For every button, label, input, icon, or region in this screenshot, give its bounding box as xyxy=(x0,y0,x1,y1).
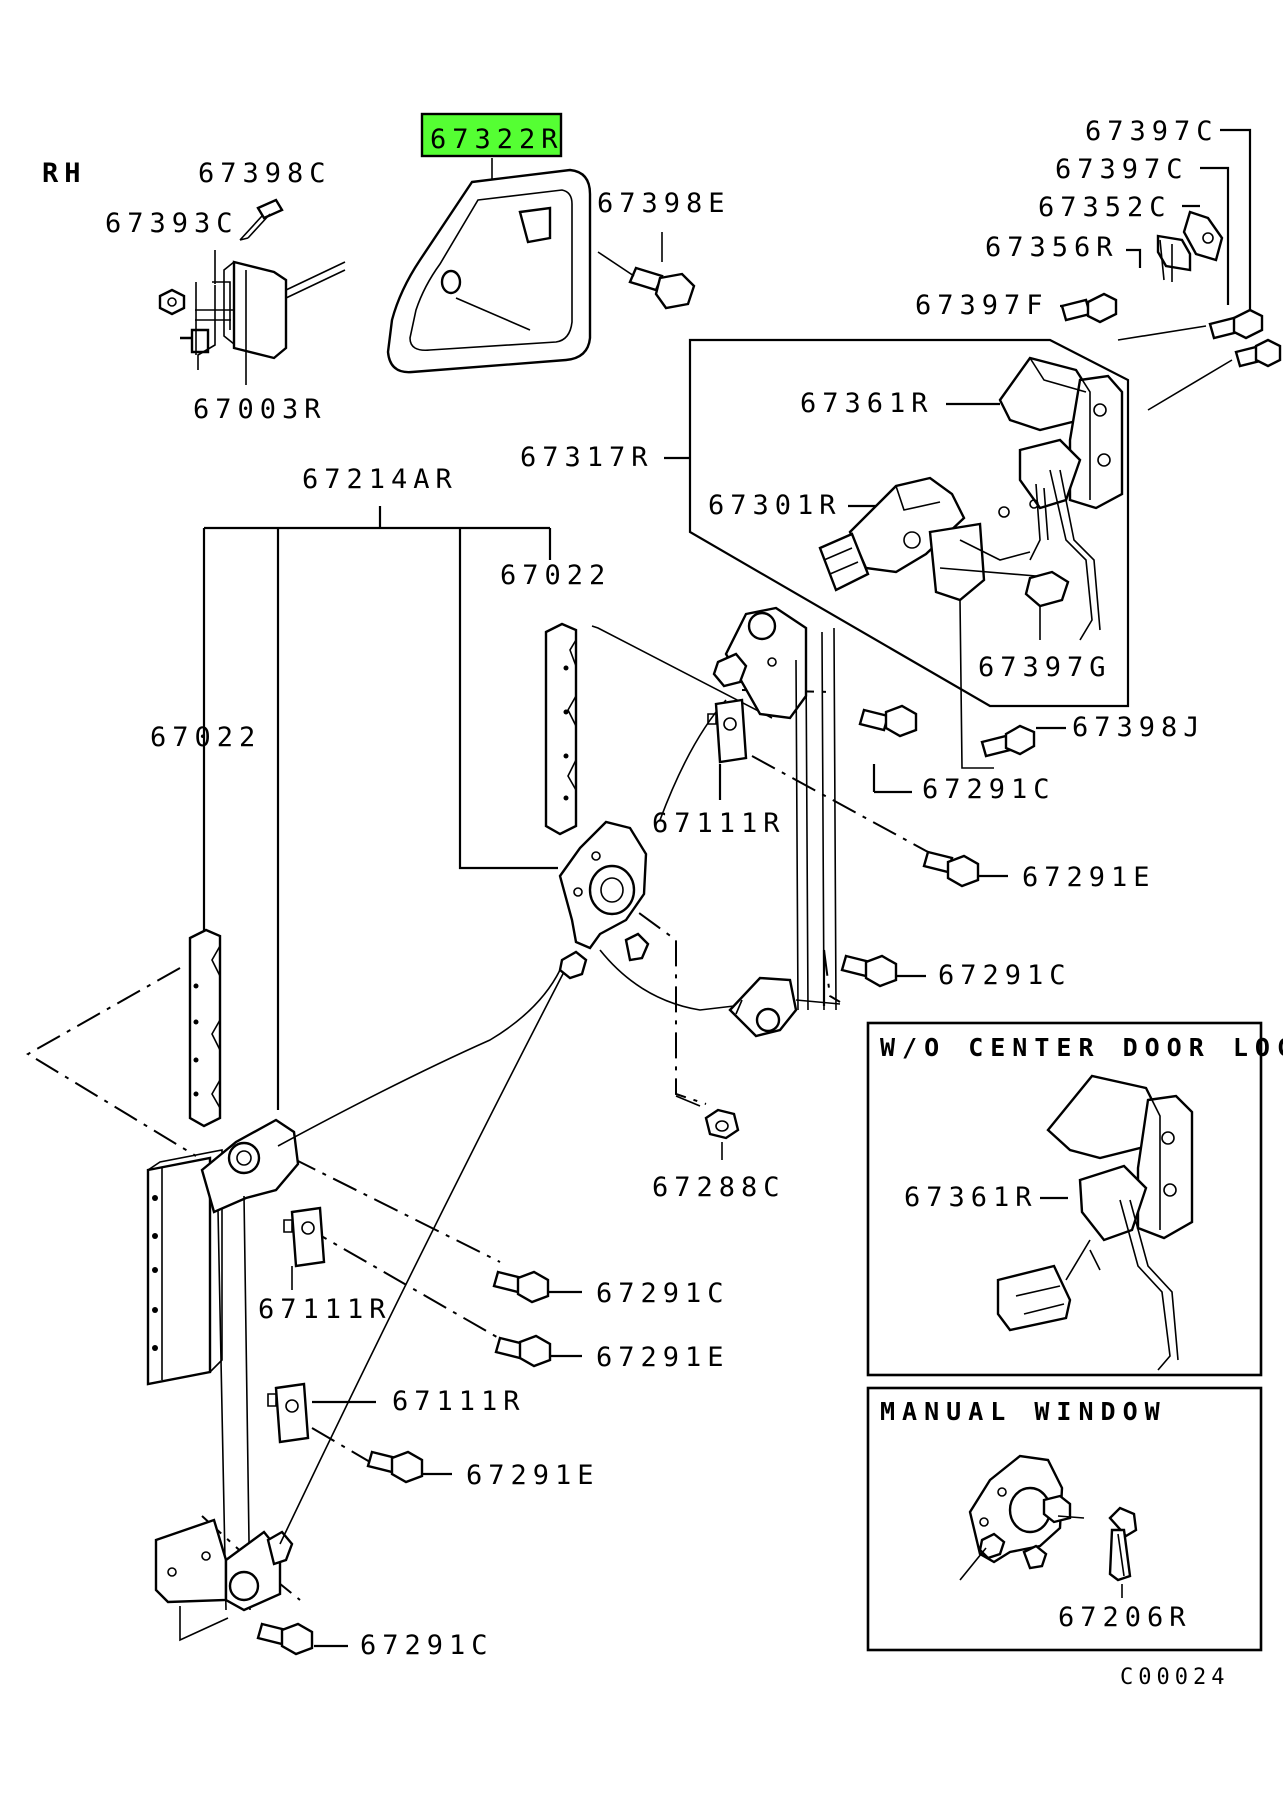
label-67361r: 67361R xyxy=(800,388,934,419)
actuator-67301r xyxy=(818,476,1031,602)
inner-door-handle-67322r[interactable] xyxy=(386,168,592,374)
label-67398e: 67398E xyxy=(597,188,731,219)
label-67322r-highlighted[interactable]: 67322R xyxy=(430,124,564,155)
inset-manual-window-part-label: 67206R xyxy=(1058,1602,1192,1633)
label-67022-left: 67022 xyxy=(150,722,261,753)
label-67356r: 67356R xyxy=(985,232,1119,263)
inset-manual-window-title: MANUAL WINDOW xyxy=(880,1397,1167,1426)
bracket-67352c xyxy=(1182,210,1224,262)
window-crank-handle-67206r[interactable] xyxy=(1108,1506,1138,1598)
label-67393c: 67393C xyxy=(105,208,239,239)
screw-67291c-a xyxy=(858,704,918,738)
label-67291c-b: 67291C xyxy=(938,960,1072,991)
inset-center-lock-part-label: 67361R xyxy=(904,1182,1038,1213)
label-67398c-top: 67398C xyxy=(198,158,332,189)
clip-67111r-mid xyxy=(283,1206,326,1290)
clip-67111r-top xyxy=(707,698,748,764)
side-label: RH xyxy=(42,158,87,189)
door-lock-67361r xyxy=(998,356,1124,641)
inset-center-lock-title: W/O CENTER DOOR LOCK xyxy=(880,1033,1283,1062)
diagram-code: C00024 xyxy=(1120,1665,1229,1690)
window-regulator-67214ar xyxy=(146,699,735,1642)
label-67111r-top: 67111R xyxy=(652,808,786,839)
screw-67291c-c xyxy=(492,1270,550,1304)
label-67397g: 67397G xyxy=(978,652,1112,683)
clip-67111r-low xyxy=(267,1382,310,1444)
label-67111r-low: 67111R xyxy=(392,1386,526,1417)
label-67352c: 67352C xyxy=(1038,192,1172,223)
label-67291c-d: 67291C xyxy=(360,1630,494,1661)
rod-holder-part-67003r xyxy=(158,198,346,385)
nut-67288c xyxy=(675,1095,740,1160)
glass-channel-67022-right xyxy=(544,622,578,836)
label-67291e-c: 67291E xyxy=(466,1460,600,1491)
label-67214ar: 67214AR xyxy=(302,464,458,495)
screw-67291c-d xyxy=(256,1622,314,1656)
rail-right xyxy=(712,606,841,1038)
screw-67398e xyxy=(597,232,696,310)
screw-67291e-a xyxy=(922,850,980,888)
label-67003r: 67003R xyxy=(193,394,327,425)
label-67301r: 67301R xyxy=(708,490,842,521)
label-67397f: 67397F xyxy=(915,290,1049,321)
label-67317r: 67317R xyxy=(520,442,654,473)
inset-door-lock-67361r xyxy=(996,1074,1194,1371)
screw-67291e-b xyxy=(494,1334,552,1368)
screw-67398j xyxy=(980,724,1036,758)
link-67356r xyxy=(1156,234,1192,282)
screws-67397 xyxy=(1060,292,1282,368)
label-67288c: 67288C xyxy=(652,1172,786,1203)
label-67291c-a: 67291C xyxy=(922,774,1056,805)
label-67291c-c: 67291C xyxy=(596,1278,730,1309)
label-67397c-1: 67397C xyxy=(1085,116,1219,147)
label-67398j: 67398J xyxy=(1072,712,1206,743)
manual-regulator-drum xyxy=(959,1454,1085,1581)
highlight-box[interactable] xyxy=(420,112,563,158)
label-67022-right: 67022 xyxy=(500,560,611,591)
label-67291e-a: 67291E xyxy=(1022,862,1156,893)
screw-67291c-b xyxy=(840,954,898,988)
label-67291e-b: 67291E xyxy=(596,1342,730,1373)
label-67397c-2: 67397C xyxy=(1055,154,1189,185)
glass-channel-67022-left xyxy=(188,928,222,1128)
group-outline-67317r xyxy=(688,338,1130,708)
pin-67397g xyxy=(1024,570,1070,640)
inset-manual-window-frame xyxy=(866,1386,1263,1652)
inset-center-lock-frame xyxy=(866,1021,1263,1377)
screw-67291e-c xyxy=(366,1450,424,1484)
label-67111r-mid: 67111R xyxy=(258,1294,392,1325)
regulator-drum xyxy=(558,820,650,980)
